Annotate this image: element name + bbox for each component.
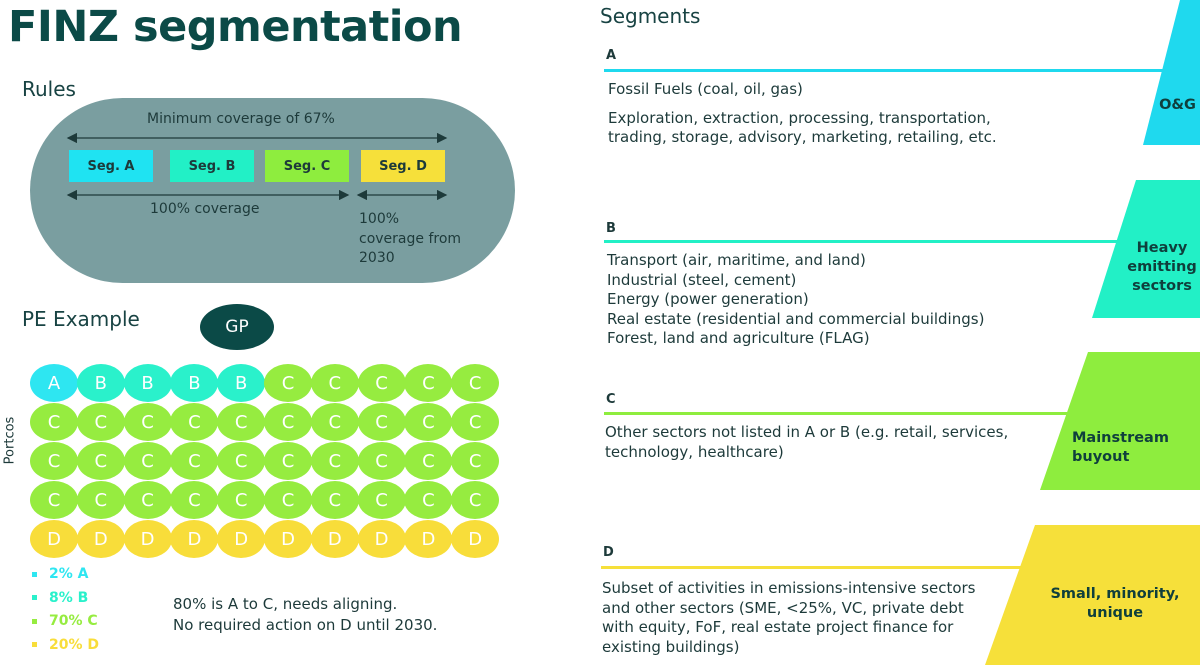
portco-circle-c: C: [264, 403, 312, 441]
section-a-line: [604, 69, 1174, 72]
segments-heading: Segments: [600, 4, 701, 28]
seg-b-box: Seg. B: [170, 150, 254, 182]
tag-label-d: Small, minority, unique: [1050, 586, 1180, 621]
tag-label-c: Mainstream buyout: [1072, 430, 1169, 465]
portco-circle-c: C: [123, 403, 172, 441]
seg-a-box: Seg. A: [69, 150, 153, 182]
section-c-text: Other sectors not listed in A or B (e.g.…: [605, 423, 1009, 461]
portco-circle-d: D: [357, 520, 406, 558]
portco-circle-c: C: [264, 442, 312, 480]
tag-label-b: Heavy emitting sectors: [1127, 240, 1197, 294]
portco-circle-c: C: [30, 481, 78, 519]
portco-circle-c: C: [217, 442, 266, 480]
seg-c-box: Seg. C: [265, 150, 349, 182]
portco-circle-c: C: [76, 442, 125, 480]
portco-circle-d: D: [264, 520, 312, 558]
portco-circle-b: B: [123, 364, 172, 402]
portco-circle-c: C: [123, 442, 172, 480]
portco-circle-c: C: [451, 481, 500, 519]
rules-heading: Rules: [22, 77, 76, 101]
portco-circle-d: D: [404, 520, 453, 558]
seg-d-box: Seg. D: [361, 150, 445, 182]
portco-circle-c: C: [310, 481, 359, 519]
section-a-letter: A: [606, 48, 617, 63]
portco-circle-c: C: [451, 442, 500, 480]
d-coverage-label: 100% coverage from 2030: [359, 211, 462, 266]
tag-shape-b: [1092, 180, 1200, 318]
portco-circle-c: C: [404, 442, 453, 480]
pe-note: 80% is A to C, needs aligning. No requir…: [173, 595, 438, 634]
portco-circle-c: C: [404, 403, 453, 441]
portco-circle-c: C: [451, 364, 500, 402]
portco-circle-d: D: [217, 520, 266, 558]
section-b-text: Transport (air, maritime, and land) Indu…: [607, 251, 985, 347]
section-b-line: [604, 240, 1126, 243]
gp-bubble: GP: [200, 304, 274, 350]
portco-circle-c: C: [264, 364, 312, 402]
portco-circle-c: C: [310, 364, 359, 402]
full-coverage-label: 100% coverage: [150, 201, 260, 217]
rules-arrows: [66, 132, 448, 201]
tag-label-a: O&G: [1159, 97, 1196, 113]
portco-circle-c: C: [30, 442, 78, 480]
legend-item-b: 8% B: [32, 587, 99, 611]
section-a-text: Fossil Fuels (coal, oil, gas) Exploratio…: [608, 80, 997, 146]
legend-item-c: 70% C: [32, 610, 99, 634]
portco-circle-c: C: [170, 403, 219, 441]
portco-circle-c: C: [217, 481, 266, 519]
portco-circle-a: A: [30, 364, 78, 402]
portco-circle-b: B: [217, 364, 266, 402]
portco-circle-d: D: [170, 520, 219, 558]
portco-circle-c: C: [357, 403, 406, 441]
portco-circle-c: C: [170, 481, 219, 519]
portco-circle-c: C: [30, 403, 78, 441]
portco-circle-c: C: [310, 403, 359, 441]
tag-shape-d: [985, 525, 1200, 665]
portco-circle-d: D: [451, 520, 500, 558]
portco-circle-c: C: [451, 403, 500, 441]
legend-item-a: 2% A: [32, 563, 99, 587]
section-d-text: Subset of activities in emissions-intens…: [602, 579, 976, 656]
portco-circle-d: D: [30, 520, 78, 558]
section-b-letter: B: [606, 221, 616, 236]
portco-circle-c: C: [357, 442, 406, 480]
section-c-line: [604, 412, 1074, 415]
section-c-letter: C: [606, 392, 616, 407]
tag-shape-c: [1040, 352, 1200, 490]
legend-item-d: 20% D: [32, 634, 99, 658]
tag-shape-a: [1143, 0, 1200, 145]
min-coverage-label: Minimum coverage of 67%: [147, 111, 335, 127]
portco-circle-b: B: [76, 364, 125, 402]
portco-circle-c: C: [310, 442, 359, 480]
portco-circle-c: C: [76, 481, 125, 519]
portco-circle-c: C: [357, 364, 406, 402]
portco-circle-c: C: [170, 442, 219, 480]
segment-tags: [985, 0, 1200, 665]
portco-circle-d: D: [123, 520, 172, 558]
page-title: FINZ segmentation: [8, 2, 463, 52]
portco-circle-b: B: [170, 364, 219, 402]
portco-circle-d: D: [310, 520, 359, 558]
portco-circle-d: D: [76, 520, 125, 558]
section-d-letter: D: [603, 545, 614, 560]
portco-circle-c: C: [404, 481, 453, 519]
portco-circle-c: C: [123, 481, 172, 519]
portcos-axis-label: Portcos: [2, 416, 18, 465]
pe-legend: 2% A 8% B 70% C 20% D: [32, 563, 99, 657]
portco-circle-c: C: [357, 481, 406, 519]
portco-circle-c: C: [76, 403, 125, 441]
portco-circle-c: C: [264, 481, 312, 519]
pe-example-heading: PE Example: [22, 307, 140, 331]
portco-circle-c: C: [217, 403, 266, 441]
section-d-line: [601, 566, 1021, 569]
portco-circle-c: C: [404, 364, 453, 402]
